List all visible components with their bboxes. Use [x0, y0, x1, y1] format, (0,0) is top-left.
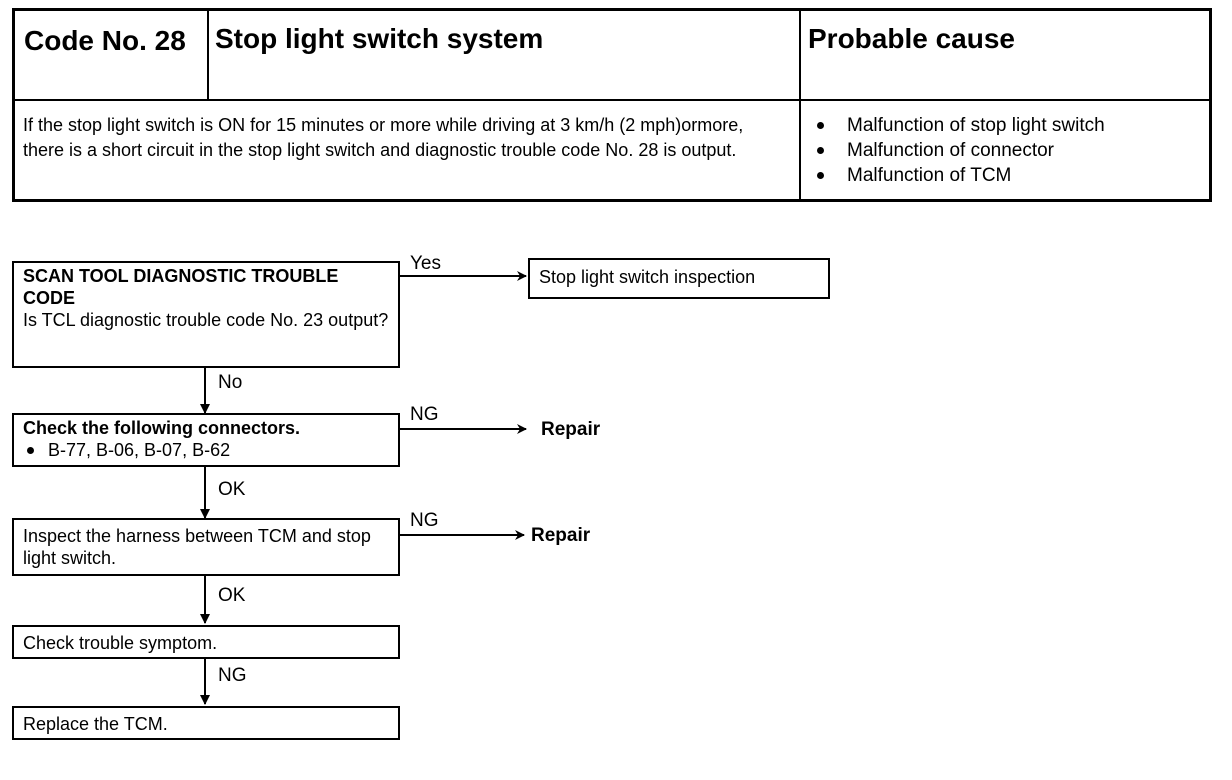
- repair-label: Repair: [541, 419, 601, 440]
- probable-cause-list: Malfunction of stop light switch Malfunc…: [811, 113, 1203, 188]
- trouble-symptom-text: Check trouble symptom.: [23, 633, 218, 653]
- probable-cause-item: Malfunction of connector: [811, 138, 1203, 163]
- bullet-icon: [27, 446, 34, 454]
- stop-light-inspection-text: Stop light switch inspection: [539, 267, 756, 287]
- scan-tool-step-title: SCAN TOOL DIAGNOSTIC TROUBLE CODE: [23, 266, 339, 308]
- ng-label: NG: [410, 510, 439, 531]
- scan-tool-step-question: Is TCL diagnostic trouble code No. 23 ou…: [23, 310, 389, 330]
- probable-cause-header: Probable cause: [808, 23, 1015, 54]
- scan-tool-step-box: SCAN TOOL DIAGNOSTIC TROUBLE CODE Is TCL…: [12, 261, 400, 368]
- table-divider: [15, 99, 1209, 101]
- repair-label: Repair: [531, 525, 591, 546]
- ok-label: OK: [218, 585, 246, 606]
- connector-check-title: Check the following connectors.: [23, 418, 301, 438]
- connector-check-box: Check the following connectors. B-77, B-…: [12, 413, 400, 467]
- harness-inspect-box: Inspect the harness between TCM and stop…: [12, 518, 400, 576]
- replace-tcm-box: Replace the TCM.: [12, 706, 400, 740]
- harness-inspect-text: Inspect the harness between TCM and stop…: [23, 526, 371, 568]
- no-label: No: [218, 372, 243, 393]
- probable-cause-item: Malfunction of stop light switch: [811, 113, 1203, 138]
- trouble-symptom-box: Check trouble symptom.: [12, 625, 400, 659]
- connector-list: B-77, B-06, B-07, B-62: [48, 440, 231, 460]
- yes-label: Yes: [410, 253, 441, 274]
- code-info-table: Code No. 28 Stop light switch system Pro…: [12, 8, 1212, 202]
- connector-list-line: B-77, B-06, B-07, B-62: [23, 439, 389, 461]
- probable-cause-item: Malfunction of TCM: [811, 163, 1203, 188]
- ok-label: OK: [218, 479, 246, 500]
- table-divider: [207, 11, 209, 99]
- ng-label: NG: [218, 665, 247, 686]
- table-divider: [799, 11, 801, 199]
- code-number-header: Code No. 28: [24, 25, 186, 56]
- system-name-header: Stop light switch system: [215, 23, 544, 54]
- stop-light-inspection-box: Stop light switch inspection: [528, 258, 830, 299]
- replace-tcm-text: Replace the TCM.: [23, 714, 168, 734]
- ng-label: NG: [410, 404, 439, 425]
- code-description: If the stop light switch is ON for 15 mi…: [23, 115, 744, 160]
